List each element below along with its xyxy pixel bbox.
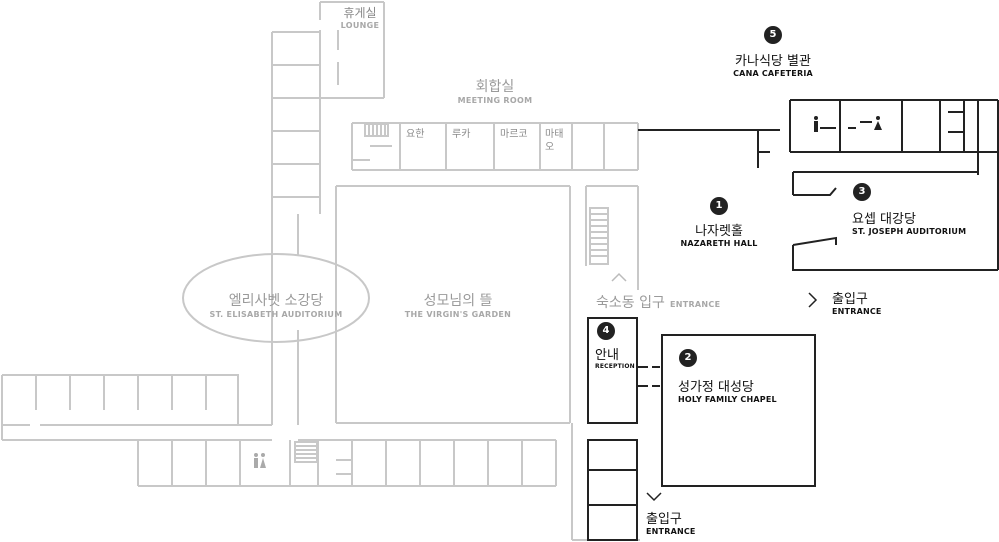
nazareth-en: NAZARETH HALL [680, 239, 758, 248]
room-matthew: 마태 오 [545, 129, 564, 153]
badge-2: 2 [679, 349, 697, 367]
reception-label: 안내 RECEPTION [595, 344, 635, 370]
cana-label: 카나식당 별관 CANA CAFETERIA [718, 50, 828, 78]
cana-ko: 카나식당 별관 [735, 54, 811, 69]
garden-ko: 성모님의 뜰 [423, 293, 493, 309]
chapel-en: HOLY FAMILY CHAPEL [678, 395, 777, 404]
joseph-ko: 요셉 대강당 [852, 212, 916, 227]
entrance-south: 출입구 ENTRANCE [646, 508, 696, 536]
dormitory-ko: 숙소동 입구 [596, 295, 665, 311]
cana-en: CANA CAFETERIA [733, 69, 813, 78]
female-icon [874, 116, 882, 130]
room-john: 요한 [406, 129, 425, 140]
dormitory-en: ENTRANCE [669, 300, 721, 309]
chapel-ko: 성가정 대성당 [678, 380, 754, 395]
entrance-south-en: ENTRANCE [646, 527, 696, 536]
lounge-en: LOUNGE [340, 21, 380, 30]
reception-en: RECEPTION [595, 363, 635, 370]
lounge-ko: 휴게실 [343, 6, 377, 20]
room-mark: 마르코 [500, 129, 528, 140]
badge-1: 1 [710, 197, 728, 215]
grey-walls [1, 1, 640, 541]
entrance-south-ko: 출입구 [646, 512, 682, 527]
badge-5: 5 [764, 26, 782, 44]
chevron-down-icon [646, 492, 662, 502]
restroom-icon [254, 453, 266, 468]
lounge-label: 휴게실 LOUNGE [336, 4, 384, 30]
nazareth-label: 나자렛홀 NAZARETH HALL [664, 220, 774, 248]
entrance-east-en: ENTRANCE [832, 307, 882, 316]
meeting-room-label: 회합실 MEETING ROOM [440, 76, 550, 105]
dormitory-label: 숙소동 입구 ENTRANCE [596, 292, 720, 312]
garden-en: THE VIRGIN'S GARDEN [404, 310, 512, 319]
entrance-east-ko: 출입구 [832, 292, 868, 307]
room-luke: 루카 [452, 129, 471, 140]
joseph-label: 요셉 대강당 ST. JOSEPH AUDITORIUM [852, 208, 966, 236]
garden-label: 성모님의 뜰 THE VIRGIN'S GARDEN [388, 290, 528, 319]
elisabeth-ko: 엘리사벳 소강당 [228, 293, 324, 309]
reception-ko: 안내 [595, 348, 619, 363]
joseph-en: ST. JOSEPH AUDITORIUM [852, 227, 967, 236]
elisabeth-en: ST. ELISABETH AUDITORIUM [209, 310, 343, 319]
dark-walls [587, 99, 999, 541]
male-icon [814, 116, 818, 132]
meeting-room-ko: 회합실 [475, 79, 515, 95]
entrance-east: 출입구 ENTRANCE [832, 288, 882, 316]
chevron-right-icon [808, 292, 818, 308]
badge-4: 4 [597, 322, 615, 340]
nazareth-ko: 나자렛홀 [695, 224, 743, 239]
badge-3: 3 [853, 183, 871, 201]
elisabeth-label: 엘리사벳 소강당 ST. ELISABETH AUDITORIUM [196, 290, 356, 319]
chevron-up-icon [611, 272, 627, 282]
meeting-room-en: MEETING ROOM [457, 96, 533, 105]
chapel-label: 성가정 대성당 HOLY FAMILY CHAPEL [678, 376, 777, 404]
